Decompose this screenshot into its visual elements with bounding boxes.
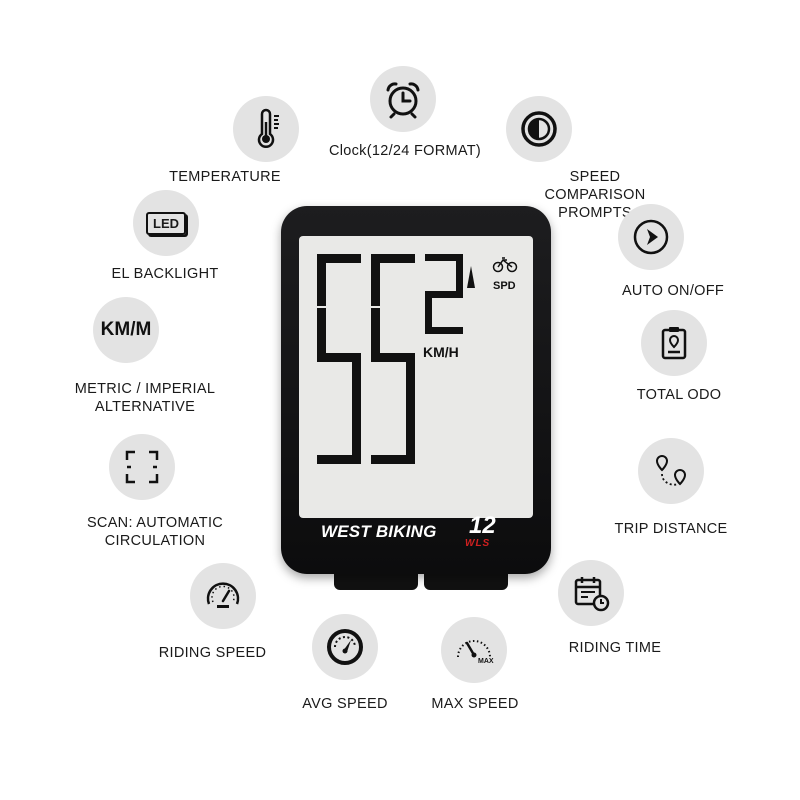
scan-frame-icon [125, 450, 159, 484]
auto-on-off-label: AUTO ON/OFF [621, 283, 725, 299]
backlight-label: EL BACKLIGHT [111, 266, 219, 282]
alarm-clock-icon [386, 82, 420, 119]
riding-time-icon-circle [558, 560, 624, 626]
play-arrow-icon [633, 219, 669, 255]
trip-distance-icon-circle [638, 438, 704, 504]
total-odo-label: TOTAL ODO [636, 387, 722, 403]
calendar-clock-icon [574, 577, 610, 612]
thermometer-icon [257, 108, 279, 148]
clock-label: Clock(12/24 FORMAT) [328, 143, 482, 159]
scan-label: SCAN: AUTOMATIC CIRCULATION [86, 515, 224, 549]
km-m-icon: KM/M [100, 319, 152, 340]
gauge-icon [327, 629, 363, 665]
speedometer-icon [206, 582, 240, 608]
temperature-icon-circle [233, 96, 299, 162]
clock-icon-circle [370, 66, 436, 132]
scan-icon-circle [109, 434, 175, 500]
model-number: 12 [469, 512, 496, 539]
bike-computer-device: SPD KM/H WEST BIKING 12 WLS [281, 206, 551, 574]
total-odo-icon-circle [641, 310, 707, 376]
speed-comparison-icon-circle [506, 96, 572, 162]
avg-speed-label: AVG SPEED [302, 696, 388, 712]
speed-digits [315, 254, 518, 464]
avg-speed-icon-circle [312, 614, 378, 680]
riding-speed-label: RIDING SPEED [158, 645, 267, 661]
clipboard-location-icon [661, 327, 687, 360]
max-speed-label: MAX SPEED [431, 696, 519, 712]
half-circle-icon [521, 111, 557, 147]
brand-logo: WEST BIKING [321, 522, 437, 541]
metric-icon-circle: KM/M [93, 297, 159, 363]
led-icon: LED [146, 211, 186, 235]
riding-speed-icon-circle [190, 563, 256, 629]
route-icon [655, 454, 687, 486]
max-icon-text: MAX [478, 658, 494, 665]
trip-distance-label: TRIP DISTANCE [614, 521, 728, 537]
riding-time-label: RIDING TIME [568, 640, 662, 656]
temperature-label: TEMPERATURE [169, 169, 281, 185]
model-suffix: WLS [465, 538, 491, 549]
auto-on-off-icon-circle [618, 204, 684, 270]
unit-label: KM/H [423, 344, 459, 360]
max-gauge-icon: MAX [457, 640, 494, 665]
mode-label: SPD [493, 280, 516, 292]
metric-label: METRIC / IMPERIAL ALTERNATIVE [74, 381, 216, 415]
lcd-screen: SPD KM/H [299, 236, 533, 518]
bicycle-icon [492, 257, 518, 273]
speed-comparison-label: SPEED COMPARISON PROMPTS [544, 169, 646, 221]
max-speed-icon-circle: MAX [441, 617, 507, 683]
backlight-icon-circle: LED [133, 190, 199, 256]
